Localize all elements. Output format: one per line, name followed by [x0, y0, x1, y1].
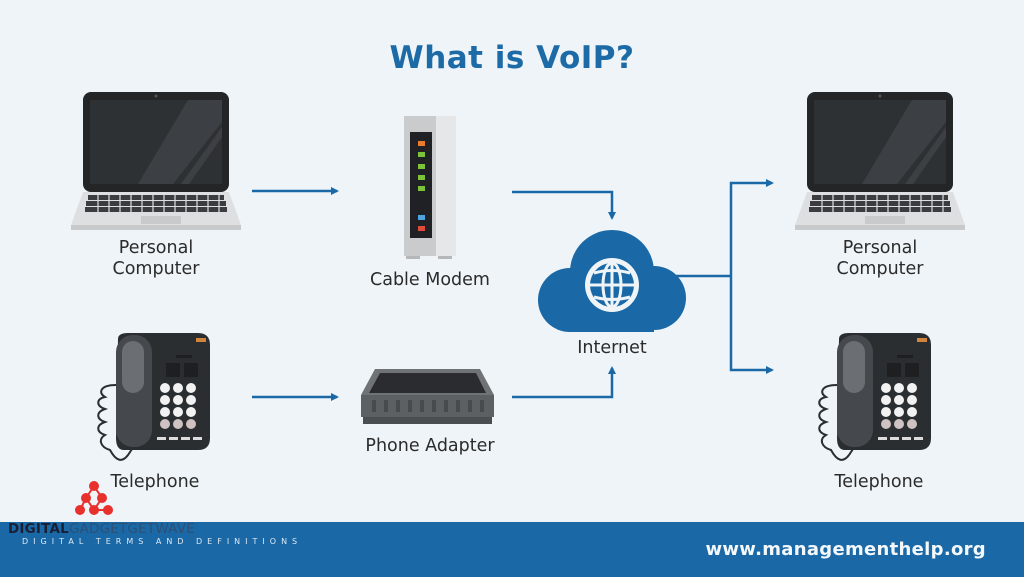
label-line: Computer [836, 259, 924, 279]
telephone-icon-left [97, 332, 211, 461]
watermark-logo-icon [75, 481, 113, 515]
phone-adapter-icon [361, 369, 494, 424]
watermark: DIGITALGADGETGETWAVE DIGITAL TERMS AND D… [8, 521, 302, 547]
watermark-subtitle: DIGITAL TERMS AND DEFINITIONS [22, 537, 303, 546]
label-line: Personal [118, 238, 194, 258]
cable-modem-icon [404, 116, 456, 259]
watermark-brand-light: GADGETGETWAVE [68, 521, 195, 537]
label-line: Personal [842, 238, 918, 258]
internet-cloud-icon [538, 230, 686, 332]
telephone-icon-right [818, 332, 932, 461]
label-telephone-right: Telephone [834, 472, 924, 492]
footer-url[interactable]: www.managementhelp.org [705, 539, 986, 560]
edge-modem-to-internet [512, 190, 616, 220]
label-line: Computer [112, 259, 200, 279]
watermark-brand-bold: DIGITAL [8, 521, 69, 537]
laptop-icon-left [70, 91, 242, 231]
label-cable-modem: Cable Modem [370, 270, 490, 290]
label-internet: Internet [577, 338, 647, 358]
edge-internet-to-pc [729, 179, 774, 276]
watermark-brand: DIGITALGADGETGETWAVE [8, 521, 302, 537]
label-phone-adapter: Phone Adapter [365, 436, 495, 456]
edge-internet-to-phone [729, 276, 774, 374]
label-personal-computer-right: Personal Computer [797, 238, 963, 280]
label-telephone-left: Telephone [110, 472, 200, 492]
diagram-title: What is VoIP? [389, 40, 635, 76]
label-personal-computer-left: Personal Computer [73, 238, 239, 280]
edge-adapter-to-internet [512, 366, 616, 399]
footer-bar: www.managementhelp.org [0, 522, 1024, 577]
laptop-icon-right [794, 91, 966, 231]
